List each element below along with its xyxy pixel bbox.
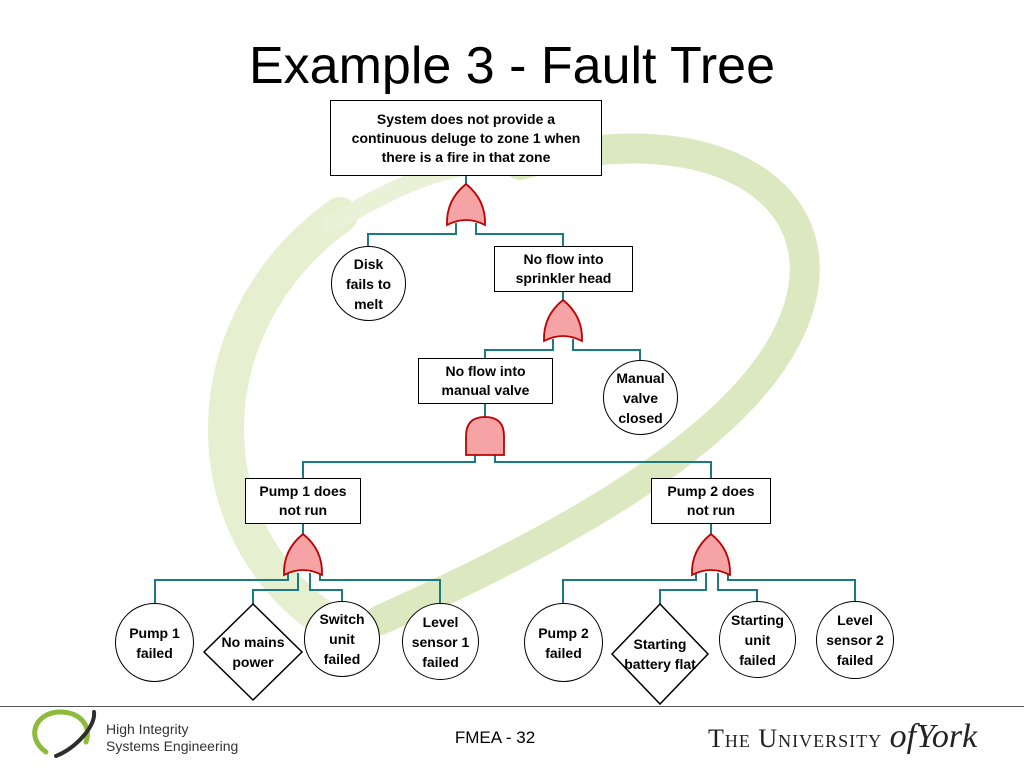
connector-lines (154, 176, 856, 604)
disk-fails-event: Disk fails to melt (331, 246, 406, 321)
and-gate-3 (465, 416, 505, 456)
no-mains-power-diamond (202, 602, 304, 702)
top-event-box: System does not provide a continuous del… (330, 100, 602, 176)
switch-unit-failed-event: Switch unit failed (304, 601, 380, 677)
level-sensor2-failed-event: Level sensor 2 failed (816, 601, 894, 679)
pump1-failed-event: Pump 1 failed (115, 603, 194, 682)
hise-logo-text: High Integrity Systems Engineering (106, 721, 238, 755)
university-of: of (889, 718, 917, 755)
starting-battery-flat-diamond (610, 602, 710, 706)
or-gate-1 (446, 182, 486, 227)
university-name: York (916, 718, 978, 755)
starting-unit-failed-event: Starting unit failed (719, 601, 796, 678)
manual-valve-closed-event: Manual valve closed (603, 360, 678, 435)
pump2-failed-event: Pump 2 failed (524, 603, 603, 682)
university-prefix: The University (708, 724, 883, 753)
level-sensor1-failed-event: Level sensor 1 failed (402, 603, 479, 680)
pump1-not-run-box: Pump 1 does not run (245, 478, 361, 524)
no-mains-power-label: No mains power (221, 634, 285, 670)
or-gate-5 (691, 532, 731, 577)
starting-battery-flat-label: Starting battery flat (624, 636, 696, 672)
pump2-not-run-box: Pump 2 does not run (651, 478, 771, 524)
no-flow-sprinkler-head-box: No flow into sprinkler head (494, 246, 633, 292)
hise-line1: High Integrity (106, 721, 189, 737)
or-gate-4 (283, 532, 323, 577)
page-number: FMEA - 32 (454, 728, 536, 747)
university-of-york-logo: The University ofYork (708, 718, 977, 756)
slide-title: Example 3 - Fault Tree (249, 37, 775, 95)
or-gate-2 (543, 298, 583, 343)
hise-line2: Systems Engineering (106, 738, 239, 754)
hise-logo-icon (32, 709, 97, 758)
no-flow-manual-valve-box: No flow into manual valve (418, 358, 553, 404)
footer-divider (0, 706, 1024, 707)
